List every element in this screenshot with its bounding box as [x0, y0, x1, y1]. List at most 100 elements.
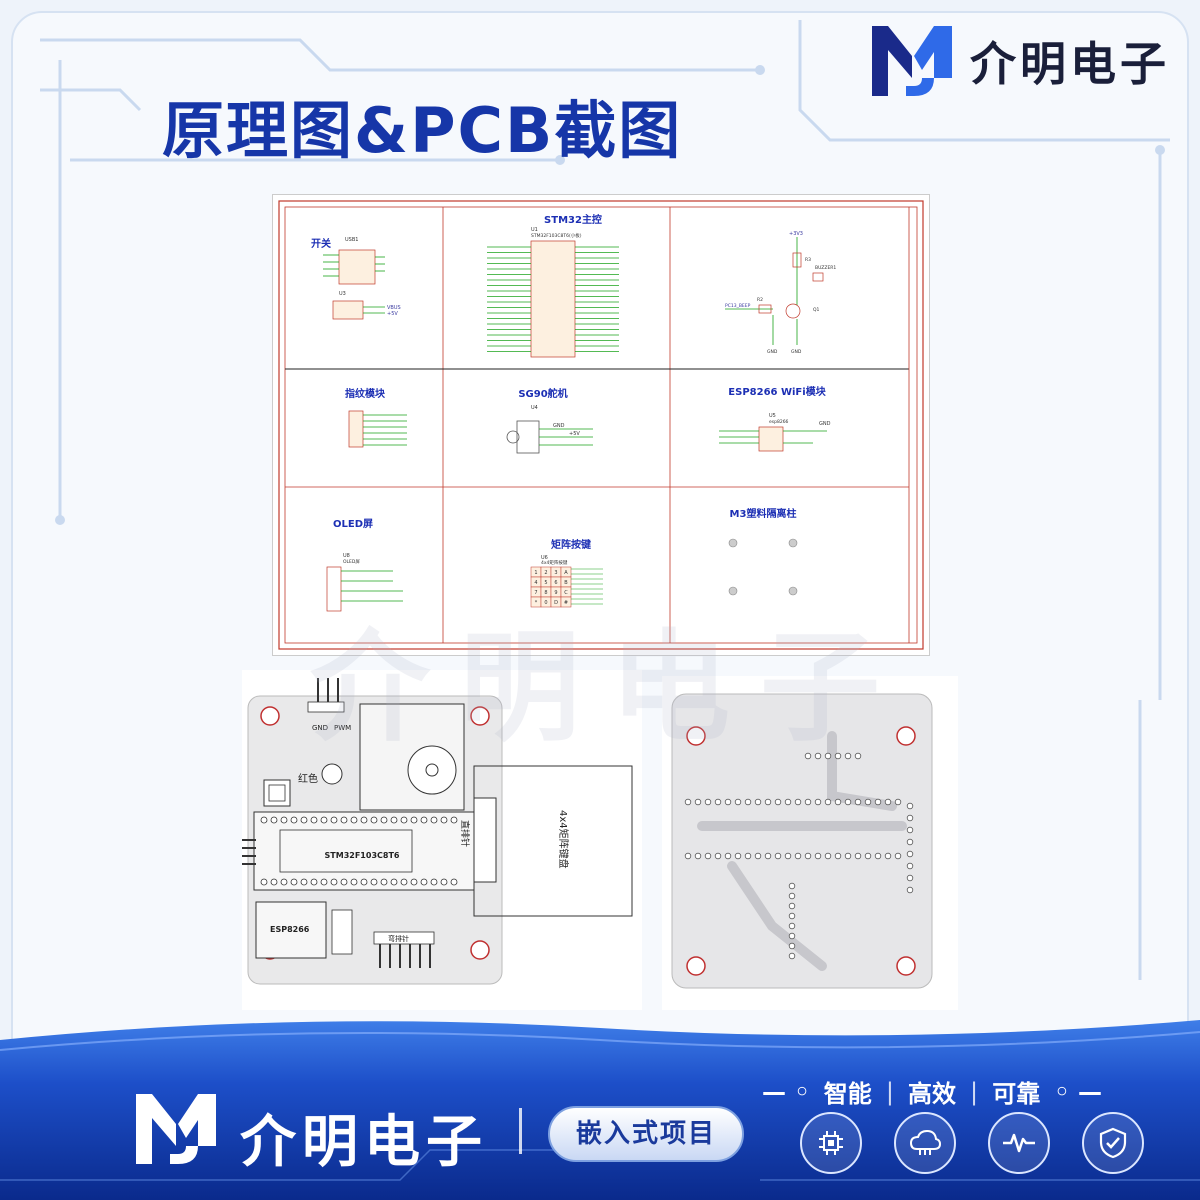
- bottom-pad: [754, 798, 762, 806]
- bottom-pad: [906, 862, 914, 870]
- svg-text:USB1: USB1: [345, 237, 358, 243]
- mcu-pad: [390, 816, 398, 824]
- mcu-pad: [390, 878, 398, 886]
- bottom-pad: [874, 852, 882, 860]
- tagline-efficient: 高效: [907, 1080, 956, 1108]
- bottom-pad: [788, 912, 796, 920]
- bottom-pad: [864, 852, 872, 860]
- esp8266-schematic: U5 esp8266 GND: [719, 413, 831, 452]
- feature-icons: [800, 1112, 1144, 1174]
- bottom-pad: [684, 852, 692, 860]
- mcu-pad: [320, 816, 328, 824]
- svg-text:U5: U5: [769, 413, 776, 419]
- bottom-pad: [704, 852, 712, 860]
- bottom-pad: [714, 852, 722, 860]
- mcu-pad: [300, 878, 308, 886]
- pcb-top-drawing: 红色 PWM GND STM32F103C8T6 直排针 4x4矩阵键盘 ESP…: [240, 678, 633, 985]
- bottom-pad: [744, 798, 752, 806]
- keypad-key-label: 3: [554, 570, 557, 576]
- bottom-pad: [774, 798, 782, 806]
- bottom-pad: [764, 852, 772, 860]
- shield-check-icon: [1082, 1112, 1144, 1174]
- chip-icon: [800, 1112, 862, 1174]
- mcu-pad: [280, 816, 288, 824]
- standoff-schematic: [728, 538, 798, 596]
- bottom-pad: [854, 852, 862, 860]
- bottom-pad: [704, 798, 712, 806]
- mcu-pad: [260, 878, 268, 886]
- mcu-pad: [310, 878, 318, 886]
- footer-brand-name: 介明电子: [240, 1110, 488, 1175]
- svg-text:R3: R3: [805, 257, 811, 263]
- mcu-pad: [430, 816, 438, 824]
- mcu-pad: [310, 816, 318, 824]
- header-label: 直排针: [459, 820, 471, 847]
- bottom-pad: [794, 798, 802, 806]
- schematic-inner-frame: [284, 206, 918, 644]
- keypad-key-label: 1: [534, 570, 537, 576]
- bottom-pad: [906, 838, 914, 846]
- bottom-pad: [734, 798, 742, 806]
- keypad-key-label: 4: [534, 580, 537, 586]
- mcu-pad: [340, 878, 348, 886]
- svg-text:STM32F103C8T6(小板): STM32F103C8T6(小板): [531, 232, 582, 239]
- tagline-dash-left: — ◦: [762, 1077, 810, 1106]
- mcu-pad: [330, 878, 338, 886]
- bottom-pad: [814, 798, 822, 806]
- brand-header: 介明电子: [870, 22, 1170, 100]
- mcu-pad: [400, 878, 408, 886]
- keypad-key-label: #: [564, 600, 568, 606]
- bottom-pad: [844, 752, 852, 760]
- pcb-bottom-drawing: [671, 693, 933, 989]
- mcu-pad: [300, 816, 308, 824]
- svg-text:U4: U4: [531, 405, 538, 411]
- mcu-pad: [430, 878, 438, 886]
- bottom-pad: [784, 798, 792, 806]
- mcu-pad: [360, 878, 368, 886]
- footer-divider: [519, 1108, 522, 1154]
- bottom-pad: [906, 826, 914, 834]
- led-gnd-label: GND: [312, 724, 328, 732]
- bottom-pad: [844, 798, 852, 806]
- svg-text:PC13_BEEP: PC13_BEEP: [725, 303, 751, 309]
- bottom-pad: [854, 752, 862, 760]
- mcu-pad: [280, 878, 288, 886]
- oled-schematic: U8 OLED屏: [326, 553, 403, 612]
- svg-text:GND: GND: [791, 349, 802, 355]
- svg-text:+5V: +5V: [569, 431, 580, 437]
- tagline: — ◦ 智能 | 高效 | 可靠 ◦ —: [762, 1074, 1102, 1109]
- mcu-pad: [440, 816, 448, 824]
- keypad-key-label: B: [564, 580, 568, 586]
- bottom-pad: [694, 852, 702, 860]
- schematic-panel: 开关 STM32主控 指纹模块 SG90舵机 ESP8266 WiFi模块 OL…: [272, 194, 930, 656]
- cell-title-servo: SG90舵机: [518, 387, 567, 400]
- svg-text:esp8266: esp8266: [769, 419, 789, 425]
- bottom-pad: [844, 852, 852, 860]
- bottom-pad: [906, 886, 914, 894]
- schematic-drawing: 开关 STM32主控 指纹模块 SG90舵机 ESP8266 WiFi模块 OL…: [278, 200, 924, 650]
- bottom-pad: [784, 852, 792, 860]
- bottom-pad: [788, 892, 796, 900]
- tagline-reliable: 可靠: [992, 1080, 1041, 1108]
- usb-switch-schematic: USB1 U3 VBUS +5V: [323, 237, 401, 320]
- bottom-pad: [794, 852, 802, 860]
- bottom-mounting-holes: [686, 726, 916, 976]
- keypad-key-label: A: [564, 570, 568, 576]
- keypad-key-label: D: [554, 600, 558, 606]
- bottom-pad: [906, 814, 914, 822]
- bottom-pad: [854, 798, 862, 806]
- brand-logo: [872, 26, 952, 96]
- cell-title-oled: OLED屏: [333, 518, 373, 530]
- mcu-pad: [380, 816, 388, 824]
- footer-logo: [136, 1094, 216, 1164]
- keypad-key-label: 2: [544, 570, 547, 576]
- mcu-pad: [360, 816, 368, 824]
- mcu-pad: [290, 878, 298, 886]
- bottom-pad: [874, 798, 882, 806]
- pcb-top-view: 红色 PWM GND STM32F103C8T6 直排针 4x4矩阵键盘 ESP…: [240, 670, 642, 1010]
- cell-title-keypad: 矩阵按键: [551, 538, 592, 551]
- svg-text:+5V: +5V: [387, 311, 398, 317]
- mcu-pad: [440, 878, 448, 886]
- bottom-pad: [906, 802, 914, 810]
- bottom-pad: [724, 798, 732, 806]
